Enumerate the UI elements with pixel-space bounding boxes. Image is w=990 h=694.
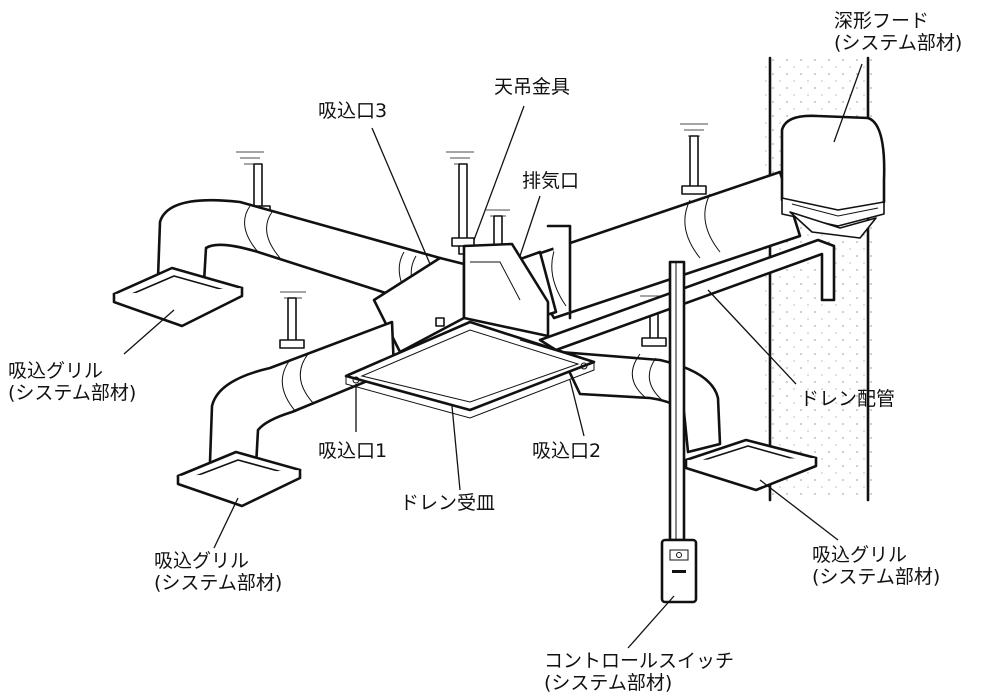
- label-line: 深形フード: [834, 10, 930, 32]
- control-switch: [660, 538, 698, 604]
- grille-right: [684, 438, 818, 492]
- label-exhaust: 排気口: [522, 170, 580, 192]
- main-unit: [372, 224, 572, 354]
- grille-upper-left: [112, 266, 244, 328]
- grille-lower-left: [176, 450, 302, 508]
- label-grille-right: 吸込グリル (システム部材): [812, 544, 940, 588]
- drain-pan: [344, 320, 596, 419]
- hanger-rod: [680, 123, 708, 195]
- label-inlet2: 吸込口2: [532, 440, 602, 462]
- leader-inlet2: [569, 379, 585, 437]
- label-line: (システム部材): [834, 32, 963, 54]
- label-line: (システム部材): [812, 566, 941, 588]
- leader-switch: [627, 595, 675, 649]
- label-line: (システム部材): [154, 572, 283, 594]
- label-inlet1: 吸込口1: [318, 440, 388, 462]
- label-drain-pan: ドレン受皿: [400, 492, 496, 514]
- label-grille-left: 吸込グリル (システム部材): [8, 360, 136, 404]
- label-grille-bottom-left: 吸込グリル (システム部材): [154, 550, 282, 594]
- label-line: コントロールスイッチ: [544, 650, 735, 672]
- label-line: (システム部材): [8, 382, 137, 404]
- leader-drain-pipe: [707, 289, 797, 385]
- label-inlet3: 吸込口3: [318, 100, 388, 122]
- label-line: 吸込グリル: [8, 360, 104, 382]
- label-line: 吸込グリル: [154, 550, 250, 572]
- label-tentsuri: 天吊金具: [494, 76, 571, 98]
- hanger-rod: [279, 291, 306, 349]
- leader-exhaust: [519, 195, 541, 257]
- leader-deep-hood: [833, 63, 863, 143]
- leader-lines: [123, 63, 863, 649]
- leader-tentsuri: [473, 105, 525, 241]
- leader-drain-pan: [451, 405, 461, 491]
- deep-hood: [780, 114, 886, 239]
- leader-grille-bl: [213, 497, 239, 549]
- control-switch-cable: [668, 260, 686, 542]
- leader-inlet3: [371, 127, 431, 265]
- label-line: 吸込グリル: [812, 544, 908, 566]
- leader-grille-left: [123, 309, 175, 355]
- label-control-switch: コントロールスイッチ (システム部材): [544, 650, 734, 694]
- drain-pipe: [538, 238, 836, 352]
- leader-grille-r: [759, 479, 839, 541]
- label-drain-pipe: ドレン配管: [800, 388, 896, 410]
- label-deep-hood: 深形フード (システム部材): [834, 10, 962, 54]
- hanger-rod: [446, 151, 475, 255]
- label-line: (システム部材): [544, 672, 673, 694]
